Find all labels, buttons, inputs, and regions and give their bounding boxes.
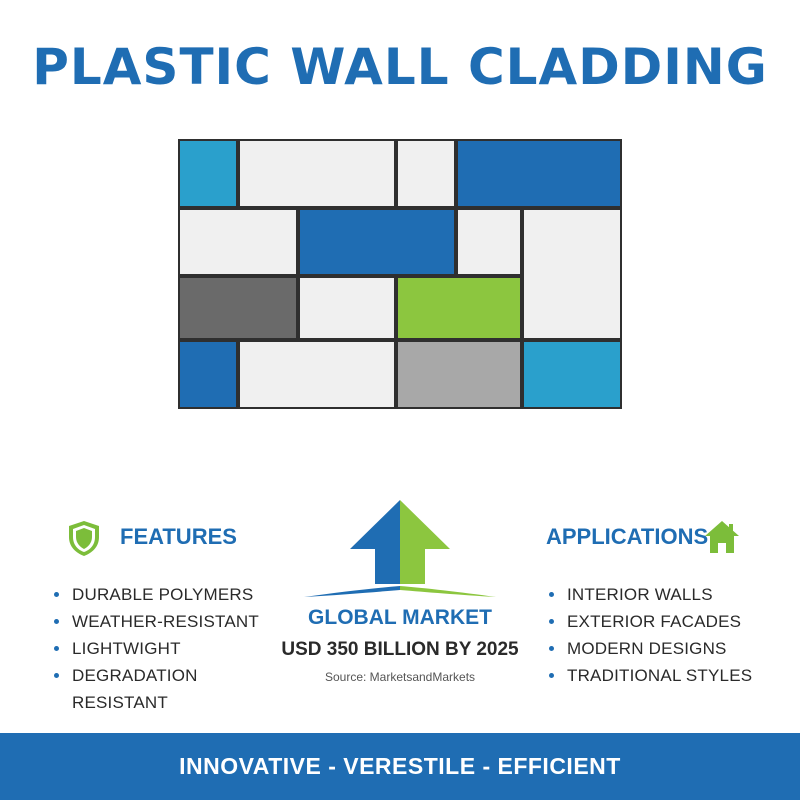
list-item: LIGHTWIGHT	[54, 635, 294, 662]
panel-tile	[180, 210, 296, 274]
list-item: INTERIOR WALLS	[549, 581, 769, 608]
panel-tile	[180, 278, 296, 338]
list-item: MODERN DESIGNS	[549, 635, 769, 662]
features-list: DURABLE POLYMERS WEATHER-RESISTANT LIGHT…	[54, 581, 294, 712]
market-value: USD 350 BILLION BY 2025	[281, 639, 519, 660]
wall-panel-mosaic	[178, 139, 622, 409]
panel-tile	[240, 342, 394, 407]
page-title: PLASTIC WALL CLADDING	[32, 38, 768, 96]
panel-tile	[398, 141, 454, 206]
panel-tile	[300, 278, 394, 338]
footer-tagline: INNOVATIVE - VERESTILE - EFFICIENT	[179, 753, 621, 779]
list-item: TRADITIONAL STYLES	[549, 662, 769, 689]
list-item: DURABLE POLYMERS	[54, 581, 294, 608]
applications-list: INTERIOR WALLS EXTERIOR FACADES MODERN D…	[549, 581, 769, 689]
panel-tile	[458, 141, 620, 206]
footer-banner: INNOVATIVE - VERESTILE - EFFICIENT	[0, 733, 800, 800]
panel-tile	[300, 210, 454, 274]
panel-tile	[524, 342, 620, 407]
panel-tile	[458, 210, 520, 274]
list-item: DEGRADATION RESISTANT	[54, 662, 294, 712]
panel-tile	[398, 278, 520, 338]
features-heading: FEATURES	[120, 524, 237, 549]
panel-tile	[180, 141, 236, 206]
global-market-label: GLOBAL MARKET	[308, 606, 492, 629]
shield-check-icon	[69, 521, 99, 556]
applications-heading: APPLICATIONS	[546, 524, 709, 549]
panel-tile	[180, 342, 236, 407]
up-arrow-icon	[304, 500, 496, 597]
list-item: EXTERIOR FACADES	[549, 608, 769, 635]
list-item: WEATHER-RESISTANT	[54, 608, 294, 635]
panel-tile	[398, 342, 520, 407]
panel-tile	[240, 141, 394, 206]
market-source: Source: MarketsandMarkets	[324, 670, 476, 684]
house-icon	[705, 521, 739, 553]
panel-tile	[524, 210, 620, 338]
